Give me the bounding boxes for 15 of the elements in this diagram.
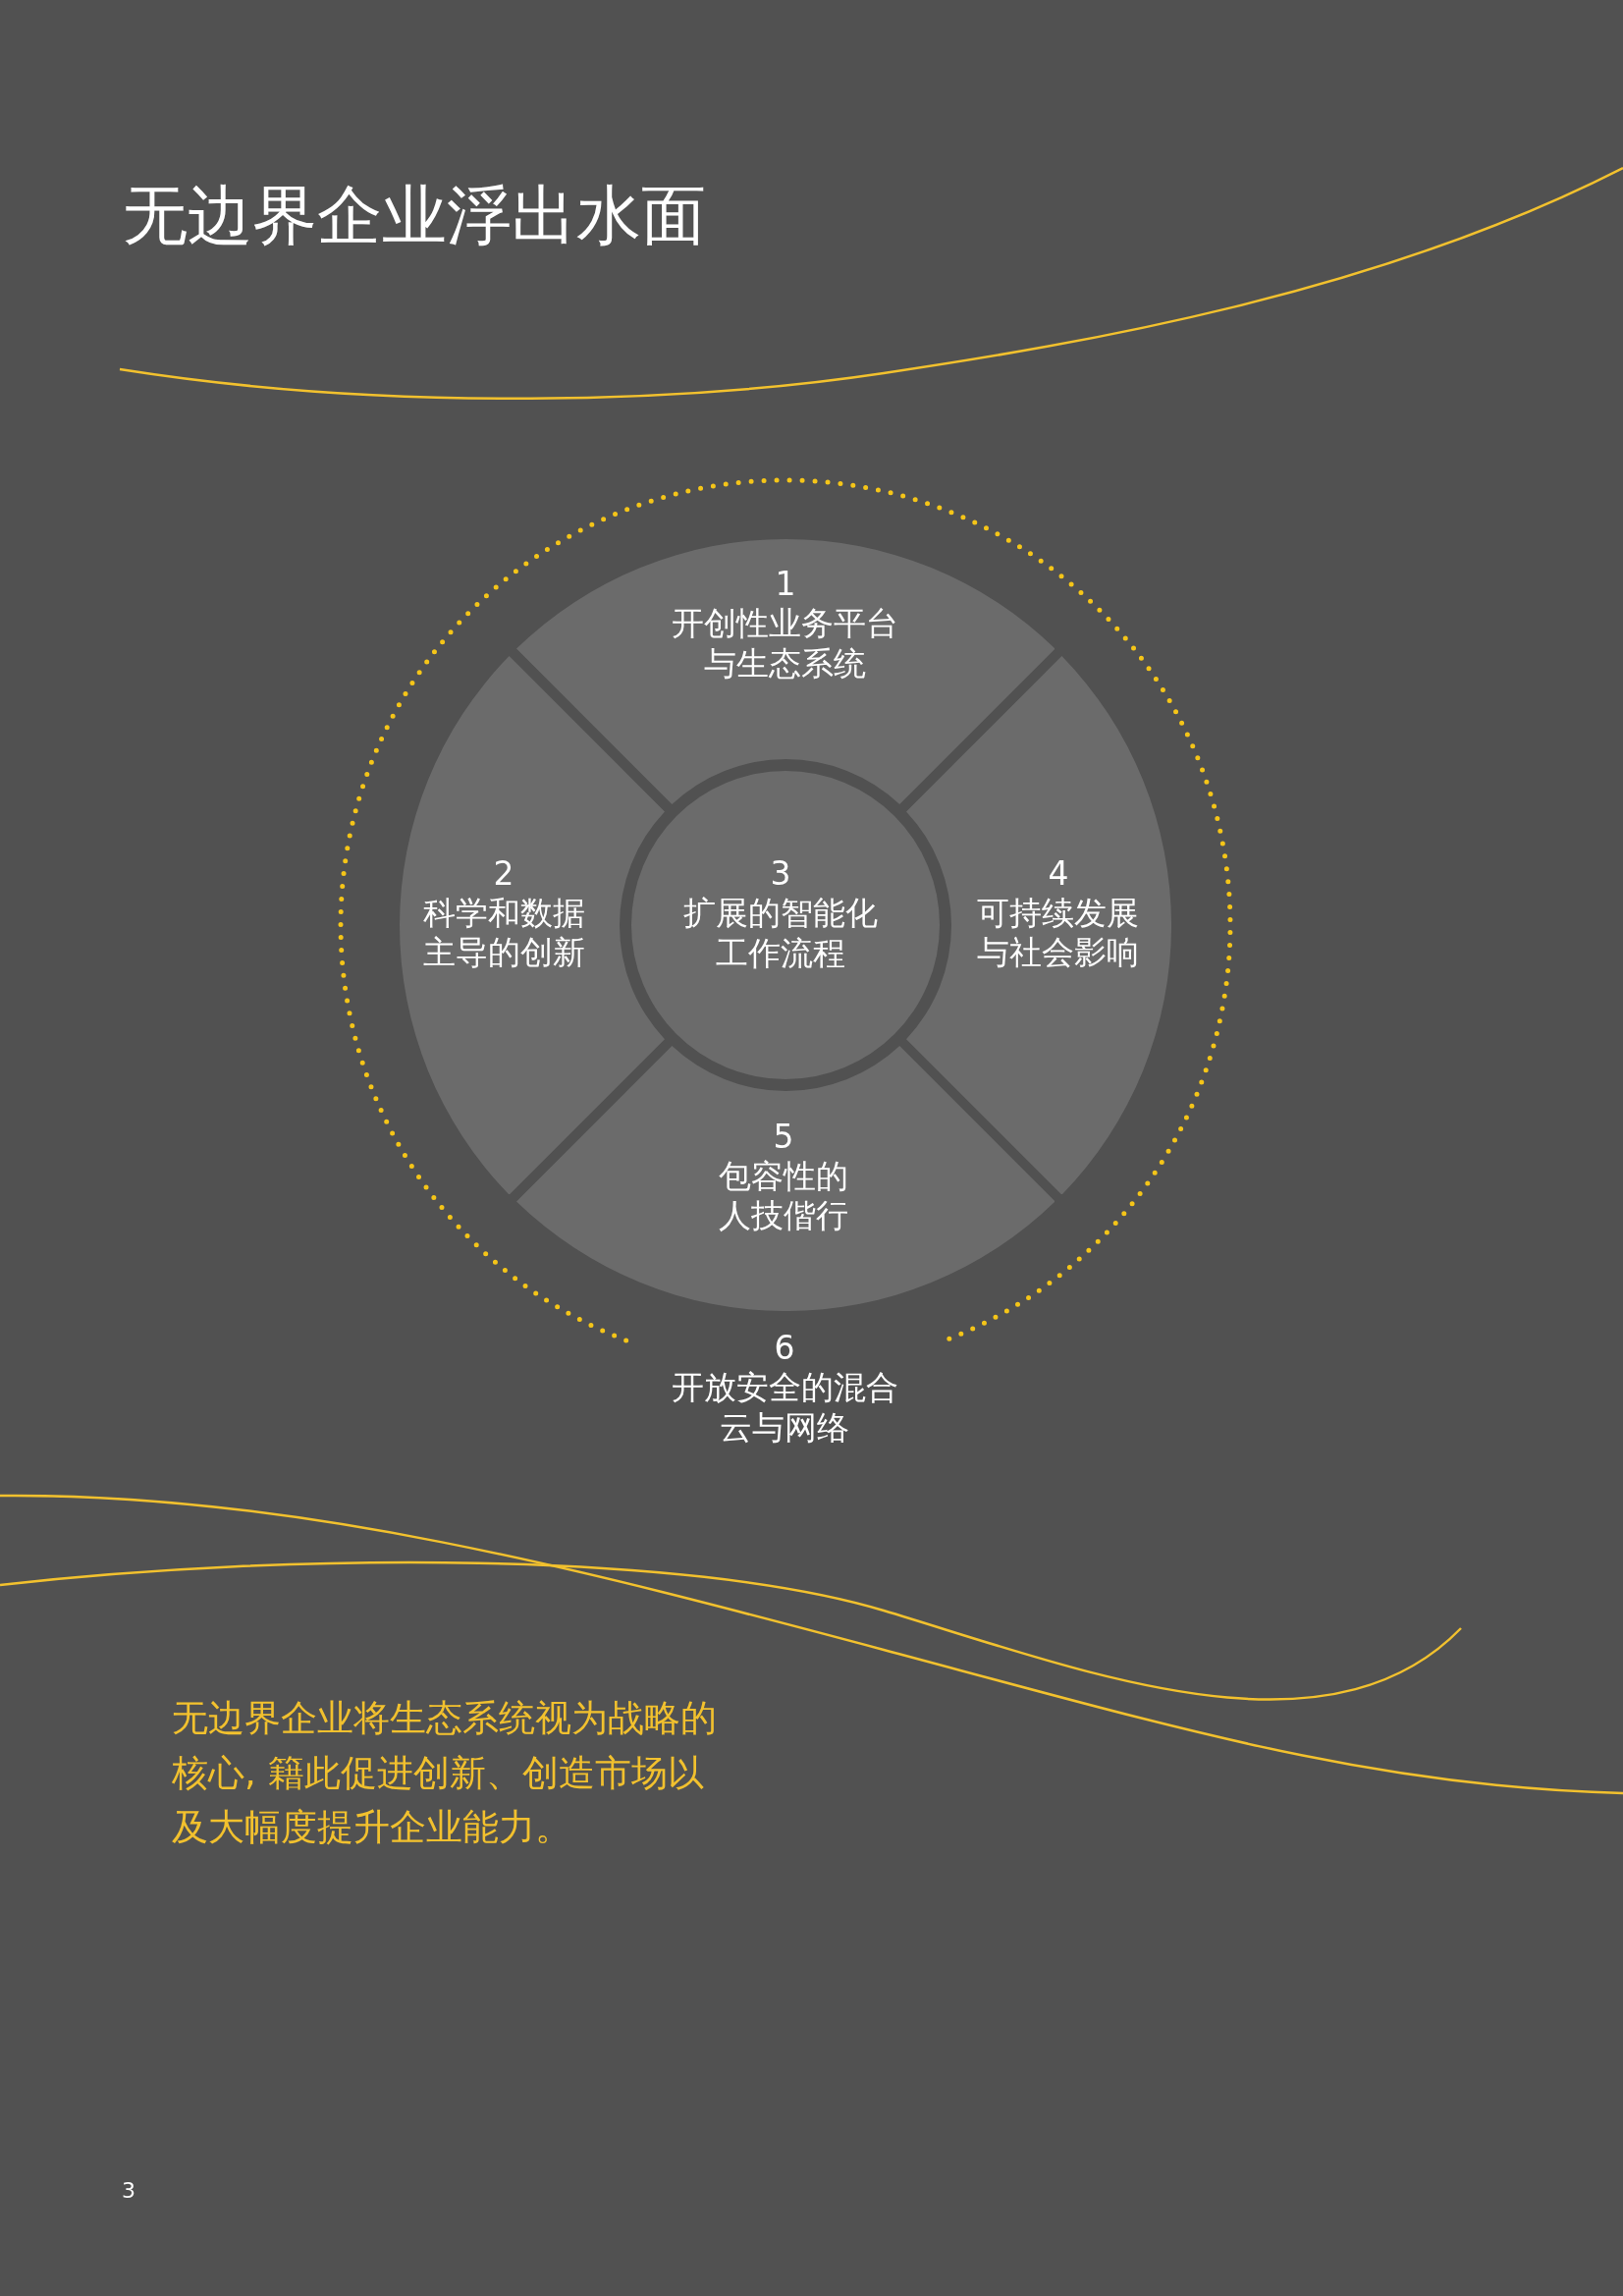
- segment-label: 开创性业务平台与生态系统: [671, 603, 900, 683]
- segment-label: 可持续发展与社会影响: [976, 893, 1141, 973]
- segment-label: 包容性的人技偕行: [718, 1156, 849, 1236]
- page-title: 无边界企业浮出水面: [123, 177, 706, 255]
- segment-number: 1: [775, 564, 796, 604]
- segment-label: 扩展的智能化工作流程: [682, 893, 879, 973]
- segment-number: 6: [774, 1328, 795, 1368]
- segment-number: 3: [770, 853, 791, 894]
- segment-number: 5: [773, 1117, 794, 1157]
- body-text: 无边界企业将生态系统视为战略的核心, 籍此促进创新、创造市场以及大幅度提升企业能力。: [172, 1696, 718, 1850]
- segment-number: 4: [1048, 853, 1069, 894]
- segment-label: 开放安全的混合云与网络: [670, 1367, 899, 1448]
- segment-label: 科学和数据主导的创新: [421, 893, 586, 973]
- page-number: 3: [122, 2178, 135, 2203]
- segment-number: 2: [493, 853, 514, 894]
